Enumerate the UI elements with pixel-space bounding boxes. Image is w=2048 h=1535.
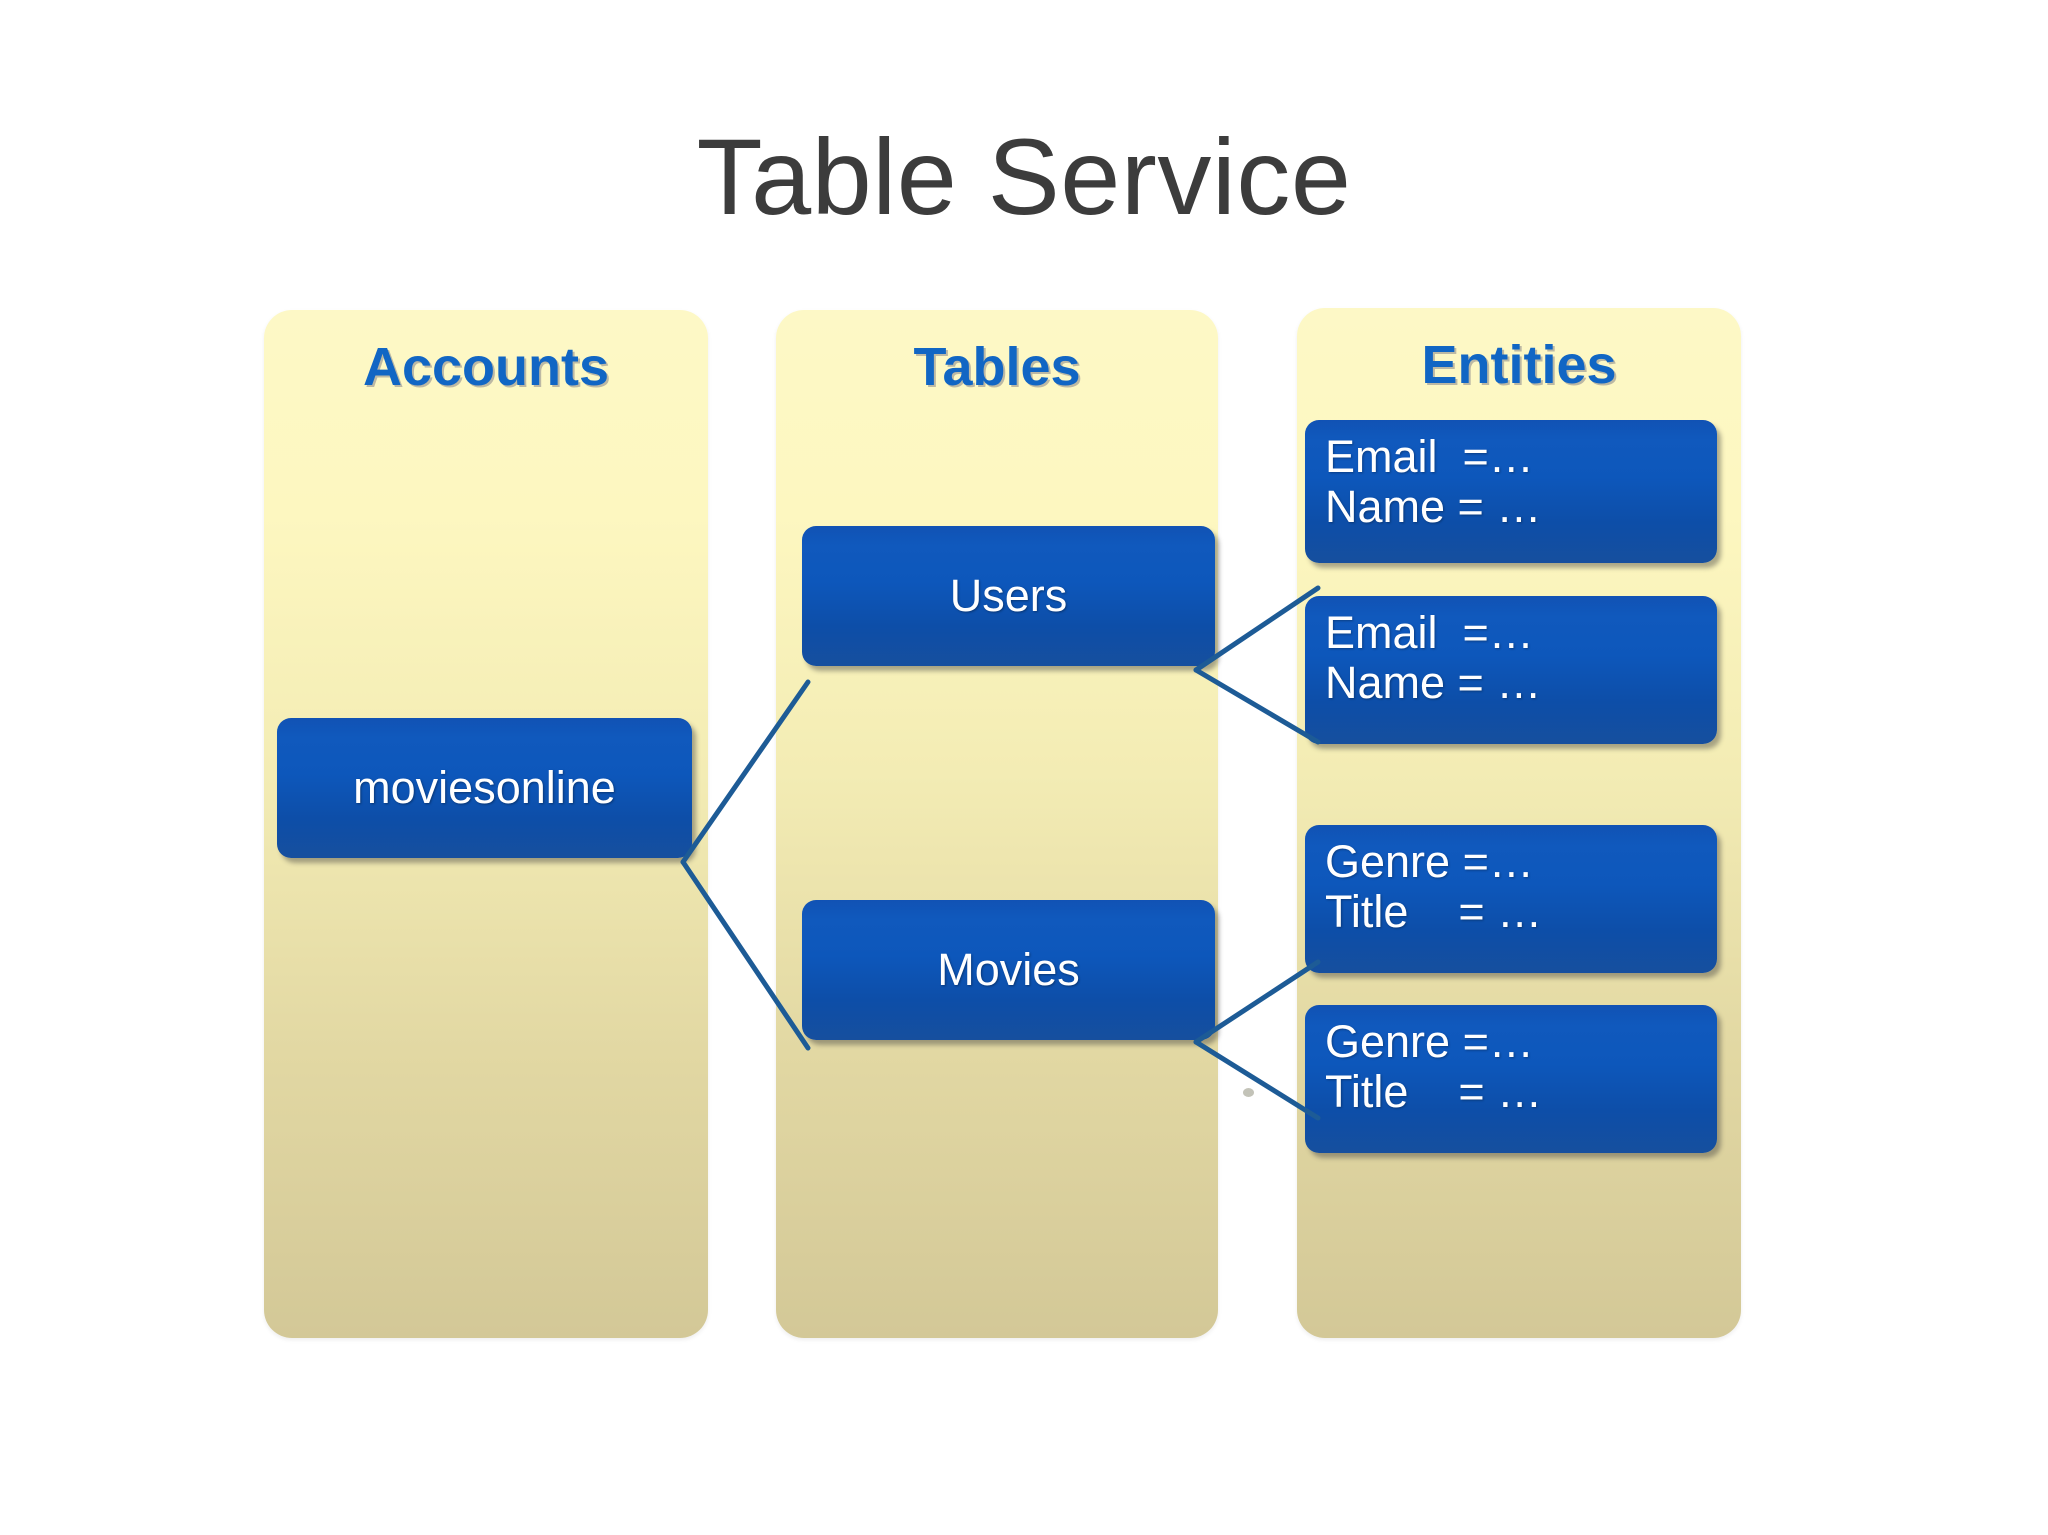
entity-property-name: Name = … <box>1325 657 1542 709</box>
stray-dot-artifact <box>1243 1088 1254 1097</box>
table-box-users[interactable]: Users <box>802 526 1215 666</box>
column-panel-tables: Tables <box>776 310 1218 1338</box>
entity-box-movie-1[interactable]: Genre =… Title = … <box>1305 825 1717 973</box>
entity-property-genre: Genre =… <box>1325 836 1534 887</box>
column-heading-tables: Tables <box>913 337 1081 397</box>
account-box-label: moviesonline <box>353 762 616 813</box>
entity-box-user-1[interactable]: Email =… Name = … <box>1305 420 1717 563</box>
table-box-movies[interactable]: Movies <box>802 900 1215 1040</box>
table-box-label: Movies <box>937 944 1080 995</box>
entity-property-email: Email =… <box>1325 607 1534 658</box>
entity-property-name: Name = … <box>1325 481 1542 533</box>
entity-box-user-2[interactable]: Email =… Name = … <box>1305 596 1717 744</box>
column-heading-entities: Entities <box>1421 335 1617 395</box>
entity-property-title: Title = … <box>1325 1066 1543 1118</box>
account-box-moviesonline[interactable]: moviesonline <box>277 718 692 858</box>
page-title: Table Service <box>696 116 1352 237</box>
table-box-label: Users <box>949 570 1068 621</box>
entity-box-movie-2[interactable]: Genre =… Title = … <box>1305 1005 1717 1153</box>
entity-property-email: Email =… <box>1325 431 1534 482</box>
column-heading-accounts: Accounts <box>362 337 610 397</box>
entity-property-genre: Genre =… <box>1325 1016 1534 1067</box>
entity-property-title: Title = … <box>1325 886 1543 938</box>
